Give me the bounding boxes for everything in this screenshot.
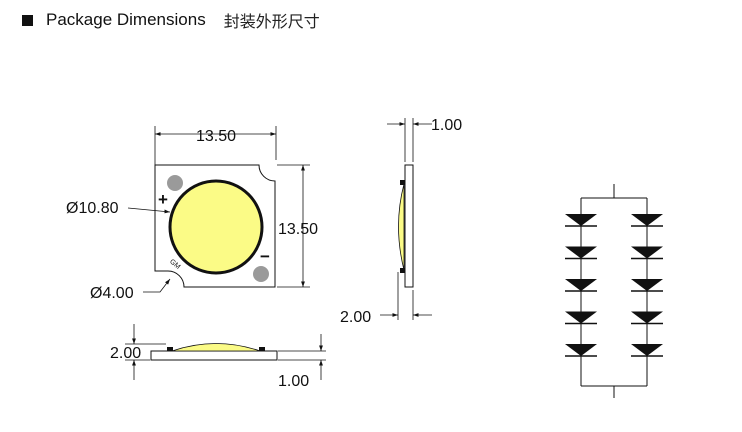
led-emitter	[168, 179, 264, 275]
led-diode-icon	[565, 279, 597, 291]
heading-english: Package Dimensions	[46, 10, 206, 29]
logo-mark: GM	[168, 258, 181, 271]
section-heading: Package Dimensions 封装外形尺寸	[22, 9, 320, 31]
side-dam-bottom	[400, 268, 405, 273]
side-height-label: 2.00	[340, 309, 371, 326]
led-diode-icon	[565, 311, 597, 324]
bullet-square-icon	[22, 14, 33, 26]
bottom-dam-right	[259, 347, 265, 351]
led-diode-icon	[631, 214, 663, 226]
led-diode-icon	[631, 311, 663, 324]
side-dome	[398, 183, 405, 271]
led-diode-icon	[631, 344, 663, 356]
bottom-substrate	[150, 350, 278, 361]
led-diode-icon	[565, 344, 597, 356]
led-diode-icon	[565, 214, 597, 226]
bottom-view: 2.00 1.00	[110, 324, 326, 390]
led-diode-icon	[631, 279, 663, 291]
bottom-dome	[171, 343, 261, 352]
hole-diameter-label: Ø4.00	[90, 285, 134, 302]
top-view: 13.50 13.50 + − GM Ø10.80 Ø4.00	[66, 126, 318, 302]
led-diode-icon	[631, 246, 663, 259]
led-diameter-leader	[127, 207, 171, 214]
circuit-diagram	[565, 184, 663, 398]
led-diode-icon	[565, 246, 597, 259]
bottom-height-label: 2.00	[110, 345, 141, 362]
heading-chinese: 封装外形尺寸	[223, 12, 320, 31]
height-dimension-label: 13.50	[278, 221, 318, 238]
bottom-thickness-label: 1.00	[278, 373, 309, 390]
side-thickness-label: 1.00	[431, 117, 462, 134]
width-dimension-label: 13.50	[196, 128, 236, 145]
side-dam-top	[400, 180, 405, 185]
side-view: 1.00 2.00	[340, 117, 462, 326]
substrate-outline	[154, 164, 276, 288]
hole-diameter-leader	[143, 278, 171, 293]
led-diameter-label: Ø10.80	[66, 200, 119, 217]
solder-pad-negative	[253, 266, 269, 282]
bottom-dam-left	[167, 347, 173, 351]
solder-pad-positive	[167, 175, 183, 191]
minus-mark: −	[260, 247, 270, 266]
side-substrate	[404, 164, 414, 288]
plus-mark: +	[158, 190, 168, 209]
